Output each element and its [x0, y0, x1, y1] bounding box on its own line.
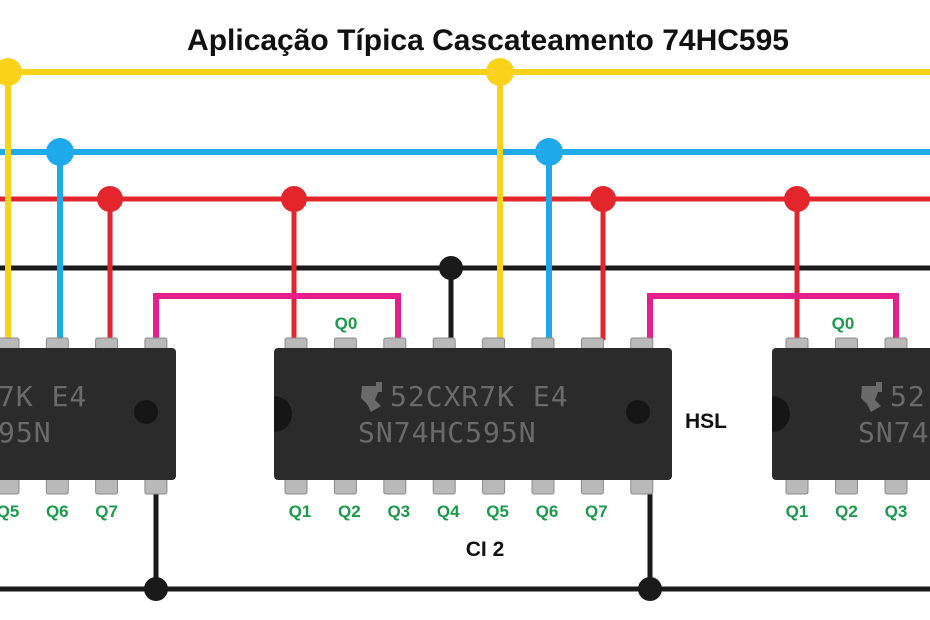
- junction-black-bottom-left: [144, 577, 168, 601]
- chip-body-right: [772, 348, 930, 480]
- pin-label-center: Q3: [387, 502, 410, 521]
- wire-magenta-right: [647, 293, 899, 340]
- pin-label-center: Q5: [486, 502, 509, 521]
- chip-body-left: [0, 348, 176, 480]
- pin-label-q0-right: Q0: [832, 314, 855, 333]
- chip-right-marking-line2: SN74: [858, 416, 929, 449]
- side-label: HSL: [685, 410, 727, 433]
- junction-red-3: [590, 186, 616, 212]
- junction-yellow-center: [486, 58, 514, 86]
- pin-labels: Q1 Q2 Q3 Q4 Q5 Q6 Q7 Q5 Q6 Q7 Q1 Q2 Q3: [0, 502, 907, 521]
- chip-name-label: CI 2: [466, 538, 505, 561]
- pin-label-q0-center: Q0: [335, 314, 358, 333]
- pin-label-right: Q3: [885, 502, 908, 521]
- ti-logo-icon-right: [861, 382, 882, 412]
- junction-red-1: [97, 186, 123, 212]
- junction-black-bottom-center: [638, 577, 662, 601]
- junction-red-4: [784, 186, 810, 212]
- chip-marking-line1: 52CXR7K E4: [390, 380, 569, 413]
- diagram-title: Aplicação Típica Cascateamento 74HC595: [187, 24, 789, 57]
- junction-black-top: [439, 256, 463, 280]
- chip-notch-right: [772, 396, 790, 432]
- chip-dot-center: [626, 400, 650, 424]
- pin-label-right: Q1: [786, 502, 809, 521]
- junction-blue-left: [46, 138, 74, 166]
- chip-left-marking-line2: 95N: [0, 416, 52, 449]
- pin-label-center: Q6: [536, 502, 559, 521]
- pin-label-right: Q2: [835, 502, 858, 521]
- pin-label-center: Q4: [437, 502, 460, 521]
- wire-magenta-left: [153, 293, 401, 340]
- chip-marking-line2: SN74HC595N: [358, 416, 537, 449]
- pin-label-left: Q5: [0, 502, 19, 521]
- junction-blue-center: [535, 138, 563, 166]
- pin-label-left: Q6: [46, 502, 69, 521]
- pin-label-left: Q7: [95, 502, 118, 521]
- junction-yellow-left: [0, 58, 22, 86]
- pin-label-center: Q2: [338, 502, 361, 521]
- pin-label-center: Q7: [585, 502, 608, 521]
- chip-body-center: [274, 348, 672, 480]
- chip-right-marking-line1: 52: [890, 380, 926, 413]
- junction-red-2: [281, 186, 307, 212]
- chip-left-marking-line1: 7K E4: [0, 380, 87, 413]
- ti-logo-icon: [361, 382, 382, 412]
- pin-label-center: Q1: [289, 502, 312, 521]
- chip-notch-center: [274, 396, 292, 432]
- chip-dot-left: [134, 400, 158, 424]
